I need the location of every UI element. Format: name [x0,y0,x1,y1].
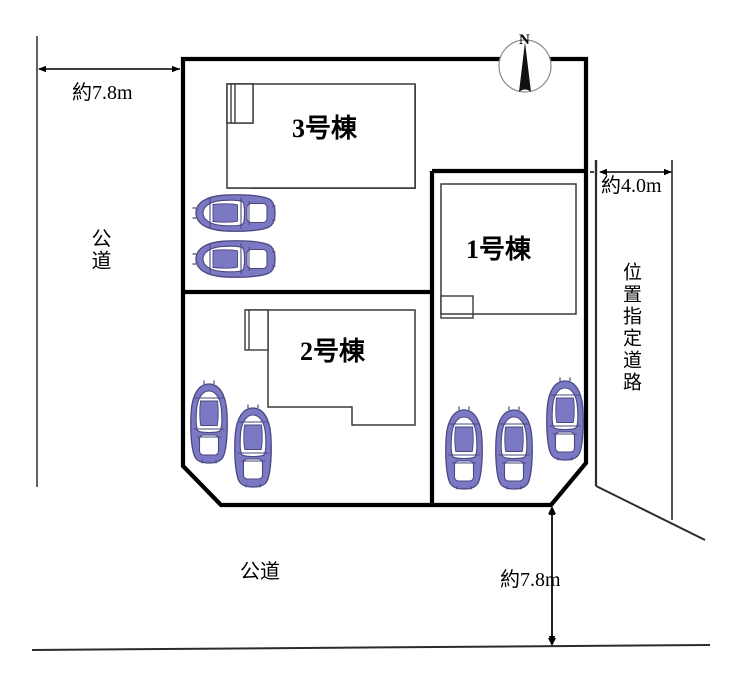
building-label-1: 1号棟 [466,235,532,264]
car-icon [191,240,277,278]
dimension-label-left: 約7.8m [72,82,133,104]
parking-cars-lot1 [445,376,584,491]
car-icon [495,405,533,491]
building-1-shape [440,183,577,315]
car-icon [234,403,272,489]
dimension-bottom-arrow [548,506,556,646]
building-1-porch [440,295,474,319]
road-label-left: 公道 [88,228,110,272]
road-label-right: 位置指定道路 [619,262,641,394]
dimension-right-arrow [590,160,673,520]
road-context-lines [31,36,711,651]
building-2-porch [244,309,269,351]
building-3-porch [230,83,254,124]
building-label-2: 2号棟 [300,337,366,366]
parking-cars-lot2 [190,379,272,489]
plot-boundary [180,56,589,508]
dimension-label-bottom: 約7.8m [500,569,561,591]
car-icon [190,379,228,465]
dimension-label-right-road: 約4.0m [601,175,662,197]
compass-rose [498,39,552,93]
car-icon [546,376,584,462]
road-label-bottom: 公道 [240,561,280,583]
compass-north-label: N [519,32,530,48]
parking-cars-lot3 [191,194,277,278]
car-icon [191,194,277,232]
building-label-3: 3号棟 [292,114,358,143]
car-icon [445,405,483,491]
building-2-shape [245,309,416,426]
